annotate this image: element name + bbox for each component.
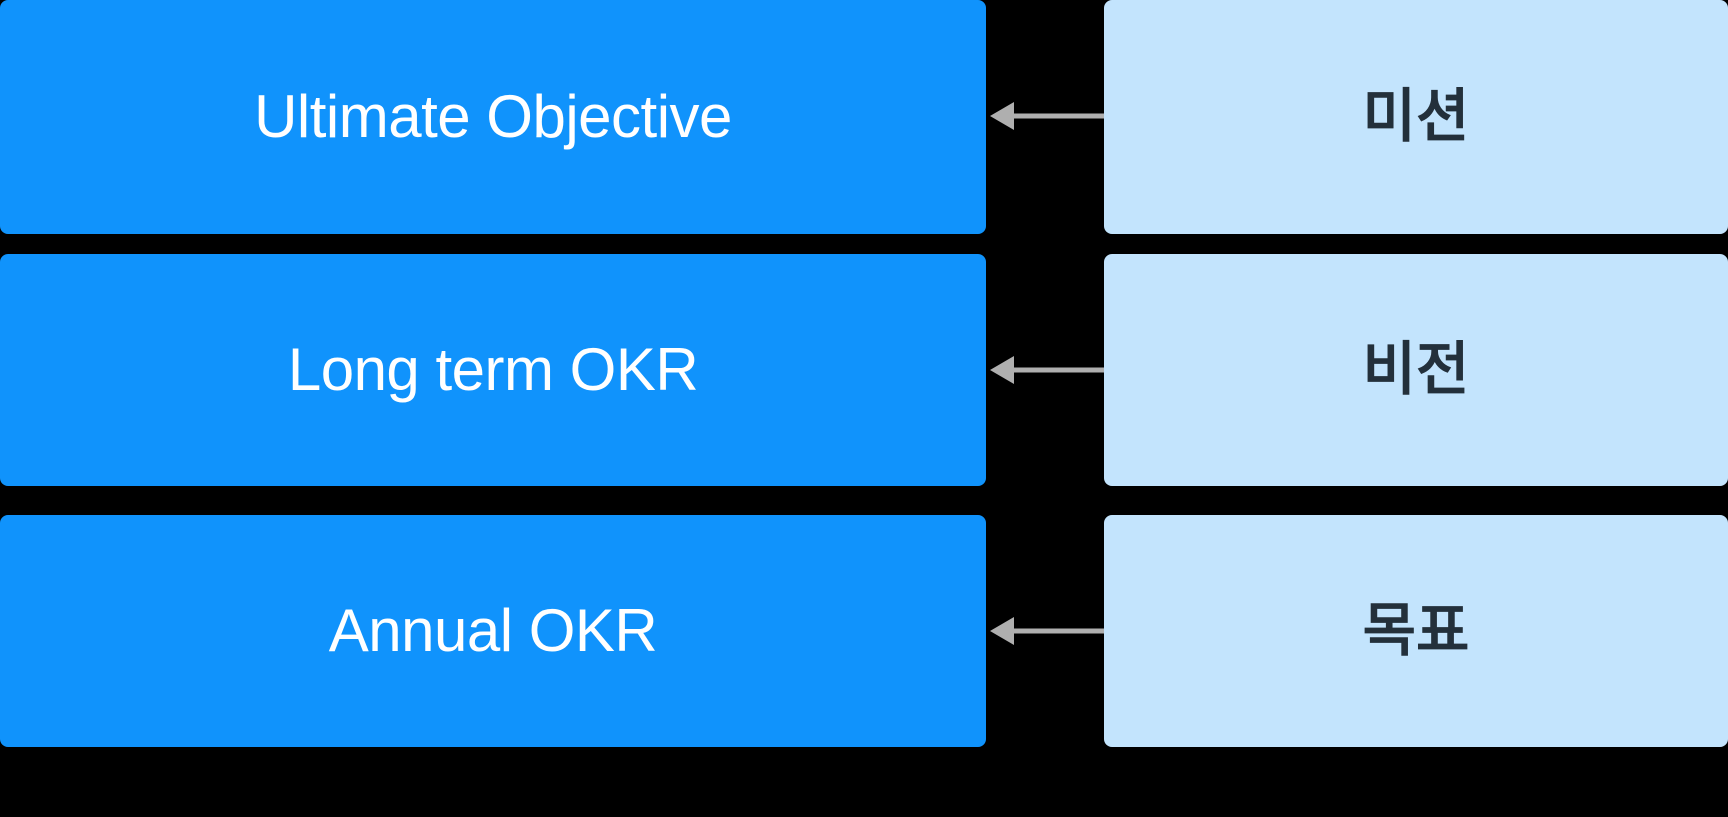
left-box-annual-okr[interactable]: Annual OKR: [0, 515, 986, 747]
diagram-row: Long term OKR 비전: [0, 254, 1728, 486]
right-box-label: 미션: [1362, 84, 1470, 150]
left-box-label: Annual OKR: [328, 597, 658, 664]
left-box-label: Long term OKR: [287, 336, 699, 403]
right-box-label: 목표: [1362, 598, 1470, 664]
left-box-ultimate-objective[interactable]: Ultimate Objective: [0, 0, 986, 234]
arrow-left-icon: [988, 98, 1106, 134]
diagram-row: Annual OKR 목표: [0, 515, 1728, 747]
right-box-mission[interactable]: 미션: [1104, 0, 1728, 234]
arrow-left-icon: [988, 352, 1106, 388]
right-box-label: 비전: [1362, 337, 1470, 403]
arrow-left-icon: [988, 613, 1106, 649]
diagram-row: Ultimate Objective 미션: [0, 0, 1728, 234]
right-box-vision[interactable]: 비전: [1104, 254, 1728, 486]
right-box-goal[interactable]: 목표: [1104, 515, 1728, 747]
left-box-long-term-okr[interactable]: Long term OKR: [0, 254, 986, 486]
left-box-label: Ultimate Objective: [254, 83, 732, 150]
